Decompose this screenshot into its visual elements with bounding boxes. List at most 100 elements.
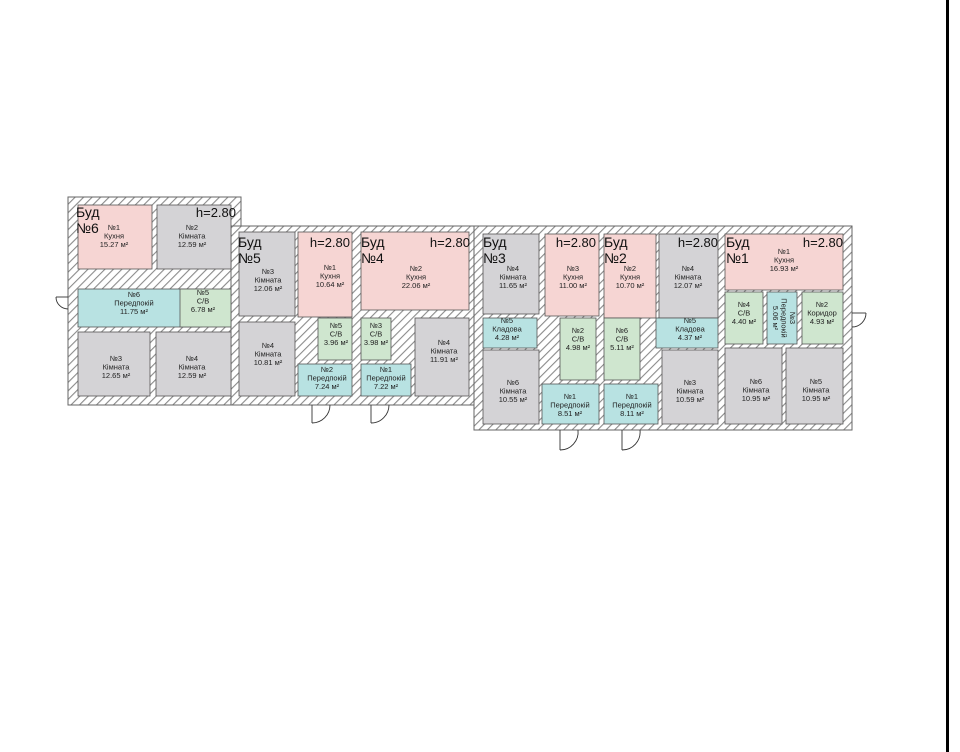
room-name: Кімната (677, 387, 705, 396)
room-area: 5.06 м² (771, 306, 780, 331)
room-name: Передпокій (780, 298, 789, 338)
ceiling-height-label: h=2.80 (430, 235, 470, 250)
room-name: Кімната (743, 386, 771, 395)
room-hall (297, 363, 353, 397)
room-number: №1 (380, 365, 392, 374)
door-icon (370, 404, 390, 424)
room-area: 3.98 м² (364, 338, 389, 347)
room-name: Передпокій (114, 299, 154, 308)
door-icon (621, 429, 641, 451)
room-number: №4 (682, 264, 694, 273)
room-hall (541, 383, 600, 425)
building-label: Буд (361, 234, 385, 250)
room-name: Кухня (563, 273, 583, 282)
room-number: №6 (128, 290, 140, 299)
room-number: №2 (186, 223, 198, 232)
room-kitchen (77, 204, 153, 270)
room-area: 8.51 м² (558, 409, 583, 418)
room-number: №6 (750, 377, 762, 386)
room-number: №6 (616, 326, 628, 335)
room-name: Передпокій (550, 401, 590, 410)
room-name: С/В (197, 297, 210, 306)
room-name: Кухня (620, 273, 640, 282)
ceiling-height-label: h=2.80 (196, 205, 236, 220)
room-name: Кімната (675, 273, 703, 282)
room-name: Кімната (179, 232, 207, 241)
room-hall (766, 291, 798, 345)
room-name: Кімната (255, 350, 283, 359)
ceiling-height-label: h=2.80 (556, 235, 596, 250)
room-bath (559, 317, 597, 381)
room-area: 10.64 м² (316, 280, 345, 289)
room-number: №2 (410, 264, 422, 273)
room-name: Коридор (807, 309, 837, 318)
entrance-doors (55, 296, 867, 451)
building-label: Буд (483, 234, 507, 250)
room-area: 11.00 м² (559, 281, 587, 290)
building-number: №1 (726, 250, 749, 266)
room-name: Кладова (492, 325, 522, 334)
room-area: 12.59 м² (178, 371, 207, 380)
room-hall (360, 363, 412, 397)
room-bath (317, 317, 353, 361)
room-number: №3 (567, 264, 579, 273)
room-number: №4 (738, 300, 750, 309)
room-number: №2 (816, 300, 828, 309)
room-bath (360, 317, 392, 361)
room-kitchen (544, 233, 600, 317)
room-area: 11.75 м² (120, 307, 148, 316)
room-room (155, 331, 232, 397)
room-area: 4.98 м² (566, 343, 591, 352)
room-kitchen (297, 231, 353, 318)
room-area: 11.91 м² (430, 355, 458, 364)
room-number: №1 (108, 223, 120, 232)
building-label: Буд (76, 204, 100, 220)
room-name: Кухня (774, 256, 794, 265)
room-area: 4.28 м² (495, 333, 520, 342)
room-number: №5 (197, 288, 209, 297)
room-number: №2 (321, 365, 333, 374)
room-area: 3.96 м² (324, 338, 349, 347)
room-room (238, 231, 296, 317)
room-bath (179, 288, 232, 328)
building-label: Буд (238, 234, 262, 250)
door-icon (559, 429, 579, 451)
door-icon (55, 296, 69, 310)
room-room (238, 321, 296, 397)
room-area: 6.78 м² (191, 305, 216, 314)
room-area: 10.70 м² (616, 281, 645, 290)
room-area: 11.65 м² (499, 281, 527, 290)
room-hall (482, 317, 538, 349)
room-area: 4.93 м² (810, 317, 835, 326)
room-area: 16.93 м² (770, 264, 799, 273)
room-name: Кухня (320, 272, 340, 281)
room-area: 10.81 м² (254, 358, 283, 367)
room-number: №4 (507, 264, 519, 273)
room-room (658, 233, 719, 319)
room-number: №1 (778, 247, 790, 256)
door-icon (851, 312, 867, 328)
room-name: Кімната (103, 363, 131, 372)
room-area: 10.59 м² (676, 395, 705, 404)
room-number: №5 (684, 316, 696, 325)
room-area: 5.11 м² (610, 343, 634, 352)
room-kitchen (724, 233, 844, 291)
